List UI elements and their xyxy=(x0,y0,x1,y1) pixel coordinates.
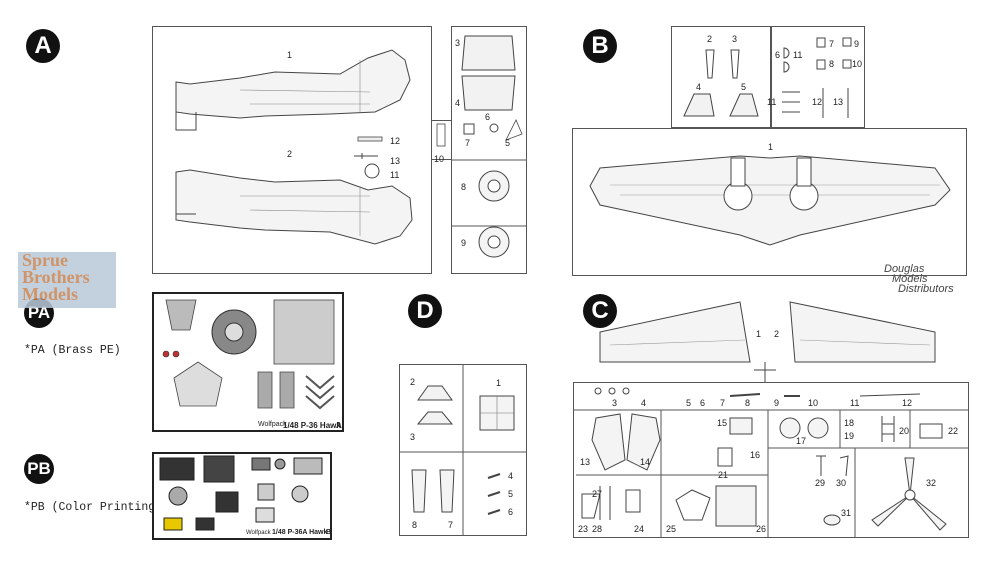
part-number: 25 xyxy=(666,524,676,534)
part-number: 9 xyxy=(461,238,466,248)
part-number: 2 xyxy=(707,34,712,44)
part-number: 6 xyxy=(700,398,705,408)
pa-note: *PA (Brass PE) xyxy=(24,344,121,357)
part-number: 13 xyxy=(390,156,400,166)
part-number: 1 xyxy=(768,142,773,152)
part-number: 30 xyxy=(836,478,846,488)
part-number: 5 xyxy=(508,489,513,499)
part-number: 10 xyxy=(808,398,818,408)
part-number: 1 xyxy=(496,378,501,388)
part-number: 10 xyxy=(434,154,444,164)
pb-note: *PB (Color Printing PE) xyxy=(24,501,183,514)
fret-letter: B xyxy=(326,529,331,536)
sprue-brothers-watermark: Sprue Brothers Models xyxy=(18,250,116,308)
part-number: 1 xyxy=(756,329,761,339)
part-number: 26 xyxy=(756,524,766,534)
part-number: 9 xyxy=(774,398,779,408)
part-number: 5 xyxy=(505,138,510,148)
part-number: 28 xyxy=(592,524,602,534)
part-number: 2 xyxy=(774,329,779,339)
sprue-a-badge: A xyxy=(26,29,60,63)
part-number: 6 xyxy=(485,112,490,122)
part-number: 24 xyxy=(634,524,644,534)
fret-caption: 1/48 P-36A Hawk xyxy=(272,529,327,536)
part-number: 2 xyxy=(410,377,415,387)
dmd-watermark: Douglas Models Distributors xyxy=(884,264,982,296)
part-number: 17 xyxy=(796,436,806,446)
sprue-d-badge: D xyxy=(408,294,442,328)
part-number: 8 xyxy=(745,398,750,408)
part-number: 9 xyxy=(854,39,859,49)
part-number: 3 xyxy=(410,432,415,442)
part-number: 13 xyxy=(580,457,590,467)
part-number: 12 xyxy=(812,97,822,107)
part-number: 8 xyxy=(829,59,834,69)
part-number: 5 xyxy=(741,82,746,92)
part-number: 6 xyxy=(775,50,780,60)
part-number: 31 xyxy=(841,508,851,518)
watermark-line: Sprue xyxy=(22,250,69,270)
fret-brand: Wolfpack xyxy=(258,421,287,428)
sprue-b-badge: B xyxy=(583,29,617,63)
part-number: 11 xyxy=(390,170,399,180)
part-number: 15 xyxy=(717,418,727,428)
part-number: 20 xyxy=(899,426,909,436)
part-number: 6 xyxy=(508,507,513,517)
part-number: 7 xyxy=(465,138,470,148)
part-number: 22 xyxy=(948,426,958,436)
part-number: 27 xyxy=(592,489,602,499)
pe-pb-badge: PB xyxy=(24,454,54,484)
part-number: 13 xyxy=(833,97,843,107)
part-number: 7 xyxy=(448,520,453,530)
part-number: 8 xyxy=(461,182,466,192)
part-number: 3 xyxy=(732,34,737,44)
fret-caption: 1/48 P-36 Hawk xyxy=(283,421,341,430)
fret-letter: A xyxy=(336,421,342,430)
part-number: 16 xyxy=(750,450,760,460)
part-number: 1 xyxy=(287,50,292,60)
part-number: 11 xyxy=(850,398,859,408)
fret-brand: Wolfpack xyxy=(246,530,272,536)
part-number: 10 xyxy=(852,59,862,69)
part-number: 4 xyxy=(696,82,701,92)
part-number: 14 xyxy=(640,457,650,467)
part-number: 11 xyxy=(767,97,776,107)
part-number: 12 xyxy=(390,136,400,146)
part-number: 32 xyxy=(926,478,936,488)
part-number: 11 xyxy=(793,50,802,60)
part-number: 21 xyxy=(718,470,728,480)
part-number: 19 xyxy=(844,431,854,441)
part-number: 23 xyxy=(578,524,588,534)
sprue-c-badge: C xyxy=(583,294,617,328)
part-number: 5 xyxy=(686,398,691,408)
part-number: 29 xyxy=(815,478,825,488)
part-number: 2 xyxy=(287,149,292,159)
watermark-line: Models xyxy=(22,284,78,304)
part-number: 12 xyxy=(902,398,912,408)
part-number: 18 xyxy=(844,418,854,428)
watermark-line: Douglas xyxy=(884,263,925,275)
part-number: 4 xyxy=(508,471,513,481)
part-number: 7 xyxy=(829,39,834,49)
watermark-line: Brothers xyxy=(22,267,90,287)
part-number: 3 xyxy=(455,38,460,48)
part-number: 3 xyxy=(612,398,617,408)
part-number: 4 xyxy=(455,98,460,108)
part-number: 4 xyxy=(641,398,646,408)
watermark-line: Distributors xyxy=(898,283,954,295)
watermark-line: Models xyxy=(892,273,928,285)
part-number: 8 xyxy=(412,520,417,530)
part-number: 7 xyxy=(720,398,725,408)
